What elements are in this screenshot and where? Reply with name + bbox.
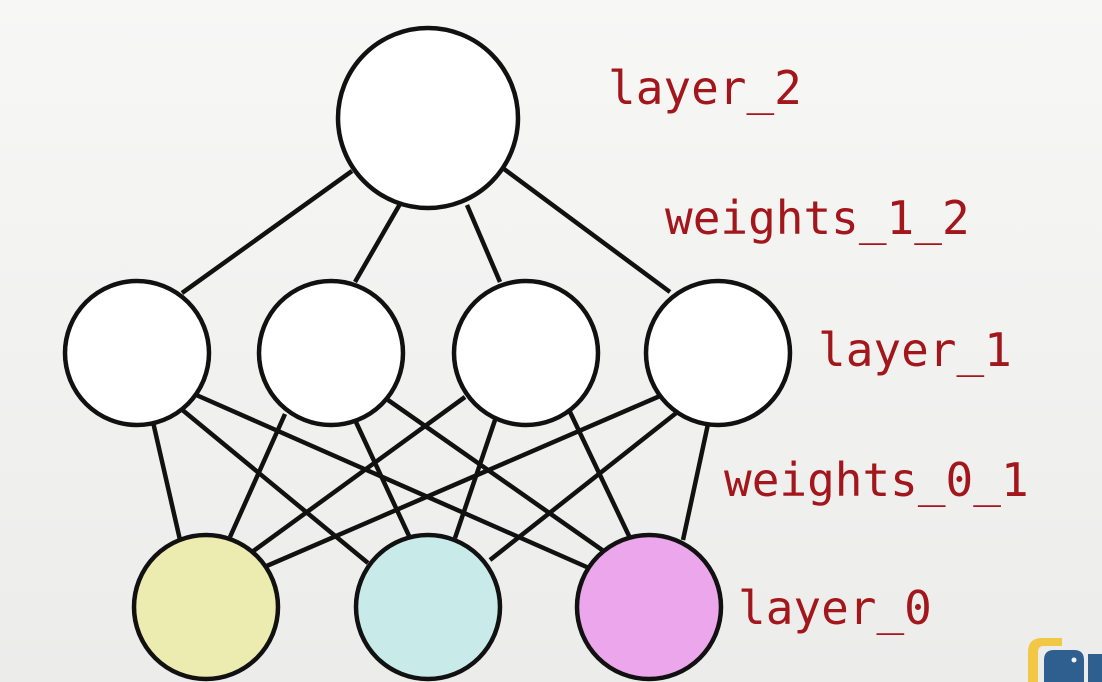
edge-w01-a0-h3	[261, 393, 661, 571]
edge-w12-2	[464, 204, 503, 283]
layer-0-node-0	[131, 532, 281, 682]
python-logo-icon	[1028, 638, 1102, 682]
edge-w12-3	[502, 167, 672, 294]
layer-2-node	[335, 25, 521, 211]
layer-1-nodes	[62, 278, 793, 428]
layer-0-node-1	[353, 532, 503, 682]
edge-w01-c0-h2	[567, 411, 633, 539]
edge-w01-c0-h3	[680, 423, 711, 541]
edge-w01-a0-h2	[250, 395, 467, 554]
edge-w01-a0-h1	[227, 413, 288, 538]
layer-0-node-2	[574, 532, 724, 682]
layer-1-node-0	[62, 278, 212, 428]
layer-0-nodes	[131, 532, 724, 682]
edge-w12-0	[180, 169, 354, 295]
label-weights-1-2: weights_1_2	[665, 191, 970, 245]
layer-1-node-3	[643, 278, 793, 428]
edge-w01-b0-h0	[178, 406, 370, 565]
edge-w01-c0-h1	[386, 398, 607, 554]
edge-w01-a0-h0	[150, 421, 183, 541]
edge-w01-b0-h3	[488, 408, 682, 562]
label-layer-0: layer_0	[738, 581, 932, 635]
layer-1-node-2	[451, 278, 601, 428]
weights-0-1-edges	[150, 391, 711, 575]
edge-w01-b0-h2	[452, 419, 498, 539]
edge-w12-1	[353, 202, 402, 284]
weights-1-2-edges	[180, 167, 672, 295]
label-layer-2: layer_2	[608, 61, 802, 115]
edge-w01-c0-h0	[193, 391, 599, 575]
layer-1-node-1	[256, 278, 406, 428]
label-weights-0-1: weights_0_1	[724, 453, 1029, 507]
label-layer-1: layer_1	[818, 323, 1012, 377]
